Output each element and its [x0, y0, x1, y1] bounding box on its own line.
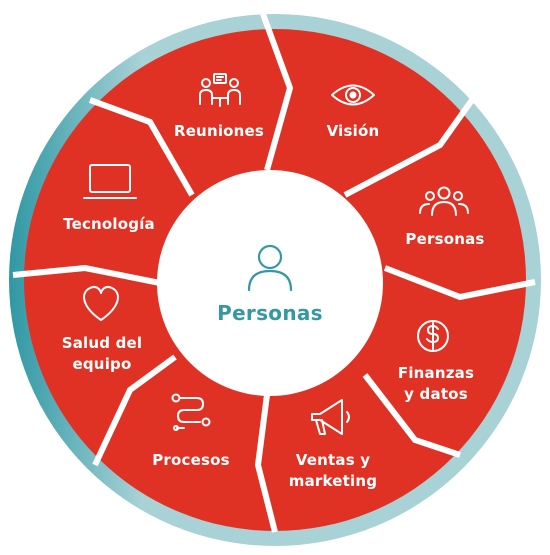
- segment-label-line: Reuniones: [174, 122, 264, 140]
- segment-label-tecnologia: Tecnología: [63, 215, 155, 233]
- segment-label-finanzas: Finanzas y datos: [398, 364, 474, 403]
- segment-label-line: Salud del: [62, 334, 143, 352]
- divider-tecnologia-reuniones: [88, 97, 195, 197]
- segment-label-procesos: Procesos: [152, 451, 230, 469]
- segment-label-line: Procesos: [152, 451, 230, 469]
- divider-personas-finanzas: [383, 265, 536, 301]
- people-icon: [419, 186, 469, 216]
- person-icon: [247, 244, 293, 292]
- segment-label-line: Personas: [405, 230, 484, 248]
- segment-label-line: equipo: [73, 355, 132, 373]
- segment-label-reuniones: Reuniones: [174, 122, 264, 140]
- segment-dividers: [12, 12, 536, 533]
- divider-ventas-procesos: [254, 386, 278, 533]
- segment-label-salud: Salud del equipo: [62, 334, 143, 373]
- laptop-icon: [83, 164, 137, 199]
- segment-label-line: Finanzas: [398, 364, 474, 382]
- segment-label-line: marketing: [289, 472, 377, 490]
- divider-procesos-salud: [92, 354, 177, 467]
- divider-reuniones-vision: [260, 12, 294, 171]
- eye-icon: [331, 84, 375, 106]
- center-hub: [157, 170, 383, 396]
- divider-finanzas-ventas: [362, 373, 461, 458]
- segment-label-personas: Personas: [405, 230, 484, 248]
- dollar-coin-icon: [417, 320, 449, 352]
- segment-label-line: Visión: [327, 122, 380, 140]
- process-flow-icon: [171, 393, 211, 431]
- divider-vision-personas: [343, 98, 475, 198]
- center-title: Personas: [217, 301, 323, 325]
- meeting-icon: [199, 73, 241, 107]
- divider-salud-tecnologia: [12, 264, 161, 286]
- segment-label-line: Tecnología: [63, 215, 155, 233]
- heart-icon: [83, 285, 119, 321]
- segment-label-line: y datos: [404, 385, 468, 403]
- segment-label-vision: Visión: [327, 122, 380, 140]
- segment-label-line: Ventas y: [296, 451, 370, 469]
- megaphone-icon: [311, 399, 350, 435]
- segment-label-ventas: Ventas y marketing: [289, 451, 377, 490]
